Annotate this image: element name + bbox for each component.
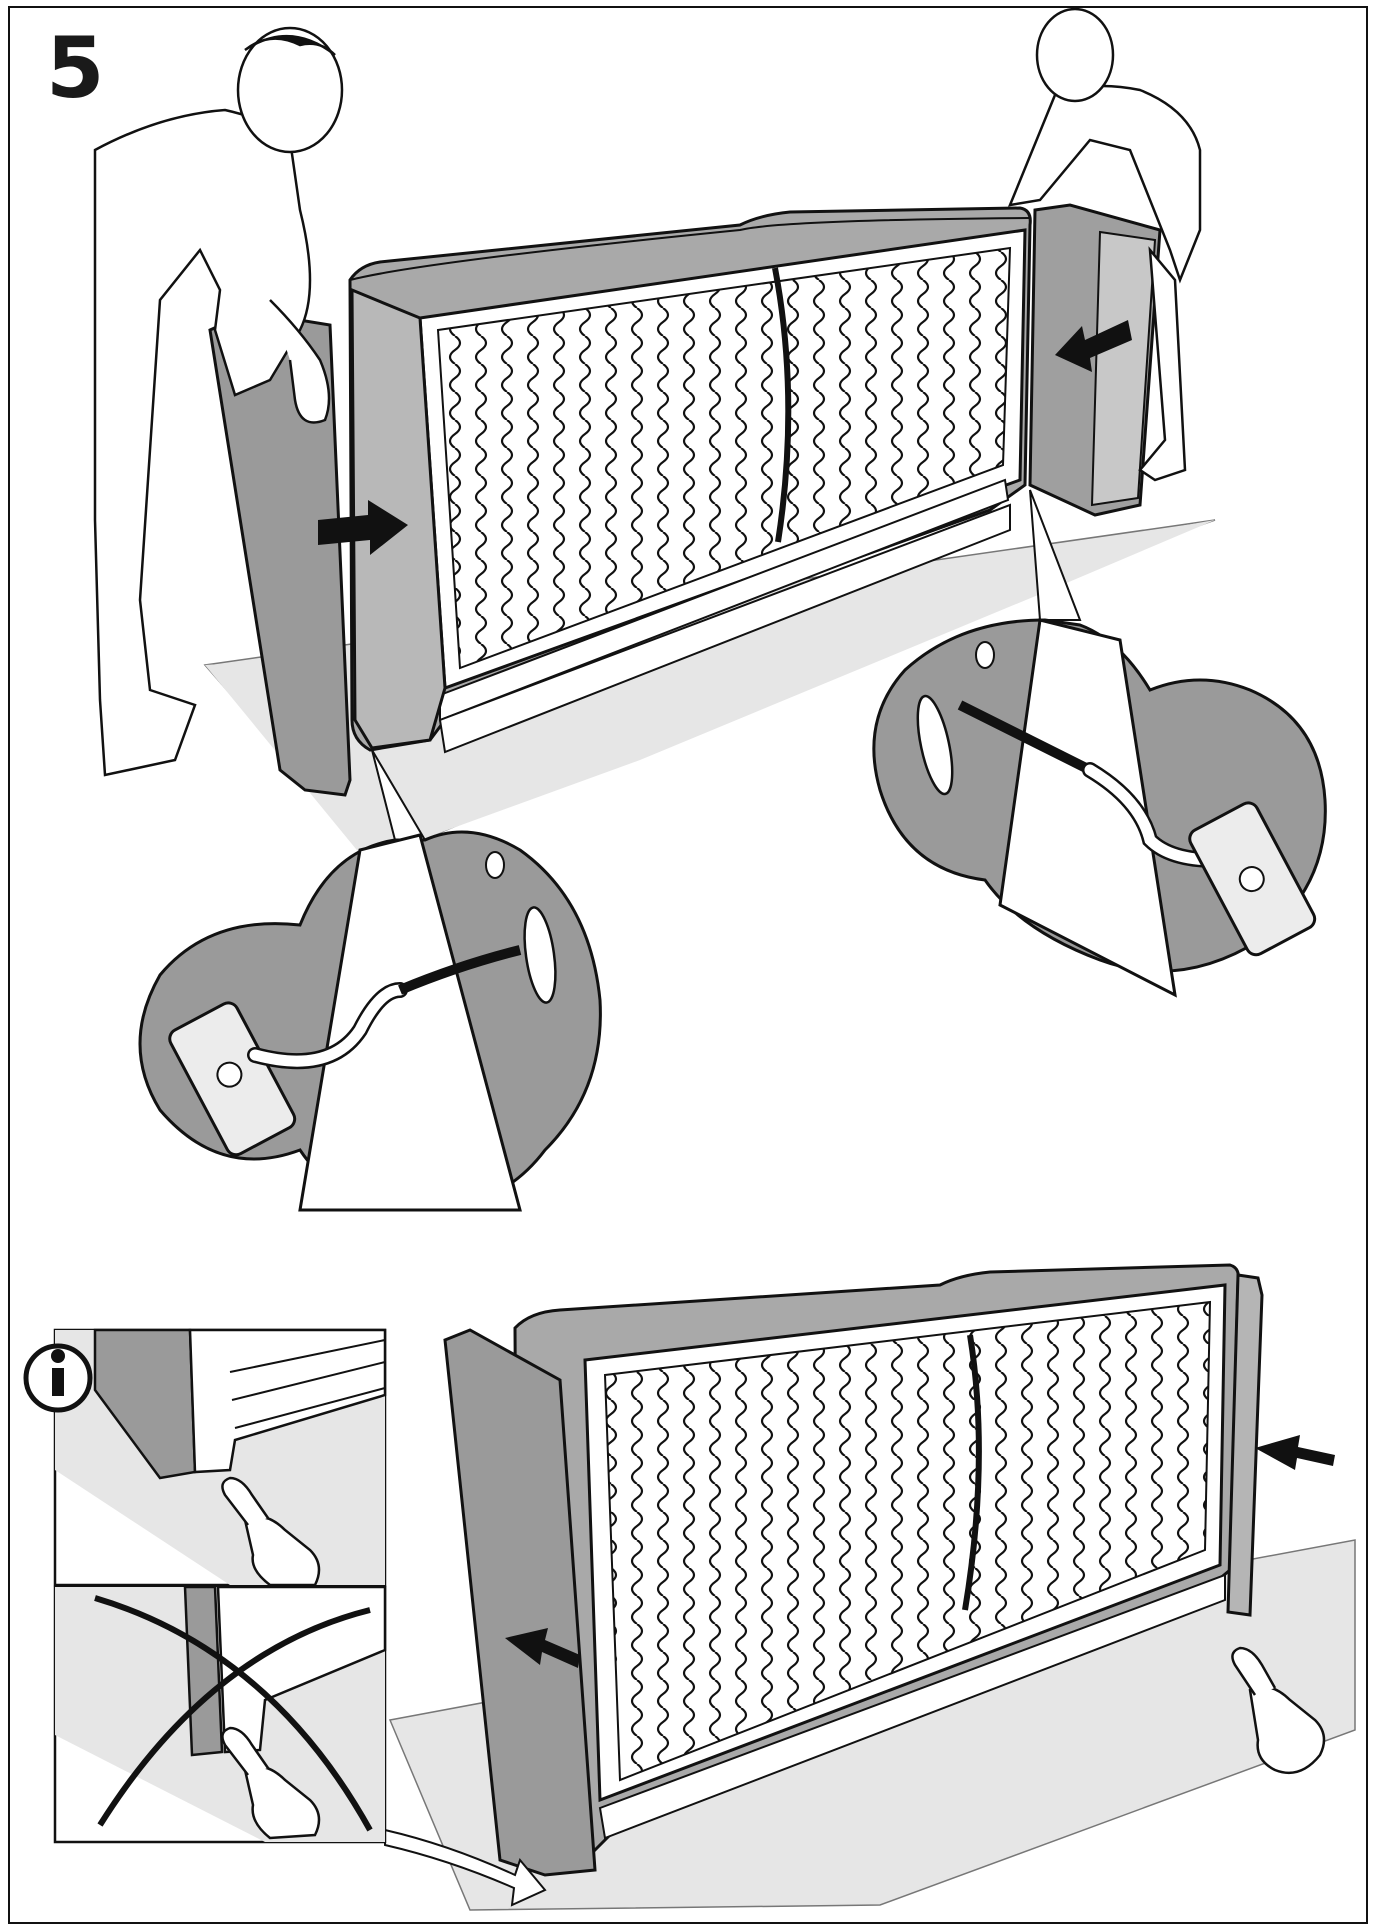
left-armrest-bottom bbox=[443, 1328, 597, 1877]
arrow-left-icon bbox=[1055, 320, 1132, 372]
step-number: 5 bbox=[46, 19, 105, 117]
person-right bbox=[1007, 7, 1202, 482]
info-inset bbox=[53, 1328, 387, 1844]
bottom-scene bbox=[23, 1263, 1356, 1911]
guide-arrow-icon bbox=[384, 1828, 547, 1907]
detail-callout-left bbox=[138, 749, 602, 1212]
arrow-right-icon bbox=[318, 500, 408, 555]
top-scene bbox=[93, 7, 1327, 1212]
detail-callout-right bbox=[872, 489, 1327, 998]
hand-icon-incorrect bbox=[221, 1726, 321, 1840]
cross-mark-icon bbox=[94, 1595, 373, 1832]
person-left bbox=[93, 26, 344, 777]
hand-icon-right bbox=[1231, 1646, 1326, 1775]
arrow-left-icon-bottom bbox=[505, 1628, 580, 1668]
hand-icon-correct bbox=[221, 1476, 321, 1587]
right-armrest-bottom bbox=[1226, 1273, 1264, 1617]
arrow-left-icon-bottom-right bbox=[1255, 1435, 1335, 1470]
info-icon bbox=[23, 1343, 93, 1413]
sofa-frame-top bbox=[348, 206, 1032, 754]
